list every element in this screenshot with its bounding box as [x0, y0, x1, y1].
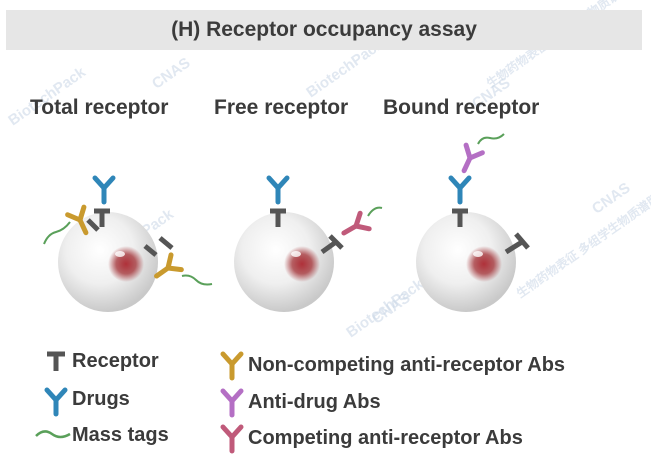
- cell-free: [234, 212, 334, 312]
- title-bar: (H) Receptor occupancy assay: [6, 10, 642, 50]
- panel-bound-receptor: [416, 133, 530, 312]
- anti-drug-ab-icon: [456, 145, 482, 174]
- label-total-receptor: Total receptor: [30, 96, 169, 119]
- legend-competing-ab-icon: [223, 427, 241, 451]
- competing-ab-icon: [339, 213, 369, 241]
- legend-non-competing-label: Non-competing anti-receptor Abs: [248, 354, 566, 376]
- receptor-icon: [452, 208, 468, 227]
- legend-receptor-label: Receptor: [72, 350, 159, 372]
- panel-total-receptor: [43, 178, 213, 312]
- receptor-icon: [143, 236, 174, 257]
- legend-competing-label: Competing anti-receptor Abs: [248, 427, 523, 449]
- legend-mass-tags-label: Mass tags: [72, 424, 169, 446]
- legend-drugs-label: Drugs: [72, 388, 130, 410]
- label-free-receptor: Free receptor: [214, 96, 349, 119]
- legend-anti-drug-ab-icon: [223, 391, 241, 415]
- receptor-icon: [94, 208, 110, 227]
- label-bound-receptor: Bound receptor: [383, 96, 540, 119]
- cell-core-icon: [108, 246, 144, 282]
- receptor-icon: [504, 232, 530, 255]
- drug-icon: [95, 178, 113, 202]
- panel-free-receptor: [234, 178, 383, 312]
- legend-receptor-icon: [47, 351, 65, 371]
- receptor-icon: [270, 208, 286, 227]
- drug-icon: [269, 178, 287, 202]
- cell-bound: [416, 212, 516, 312]
- mass-tag-icon: [43, 221, 71, 245]
- cell-core-icon: [466, 246, 502, 282]
- figure-title: (H) Receptor occupancy assay: [171, 18, 477, 41]
- legend-non-competing-ab-icon: [223, 354, 241, 378]
- legend-anti-drug-label: Anti-drug Abs: [248, 391, 381, 413]
- receptor-icon: [86, 218, 100, 232]
- mass-tag-icon: [181, 274, 213, 286]
- legend-mass-tag-icon: [35, 430, 71, 439]
- mass-tag-icon: [367, 206, 383, 217]
- receptor-icon: [320, 234, 344, 255]
- drug-icon: [451, 178, 469, 202]
- cell-total: [58, 212, 158, 312]
- legend-drug-icon: [47, 390, 65, 414]
- mass-tag-icon: [477, 133, 505, 145]
- cell-core-icon: [284, 246, 320, 282]
